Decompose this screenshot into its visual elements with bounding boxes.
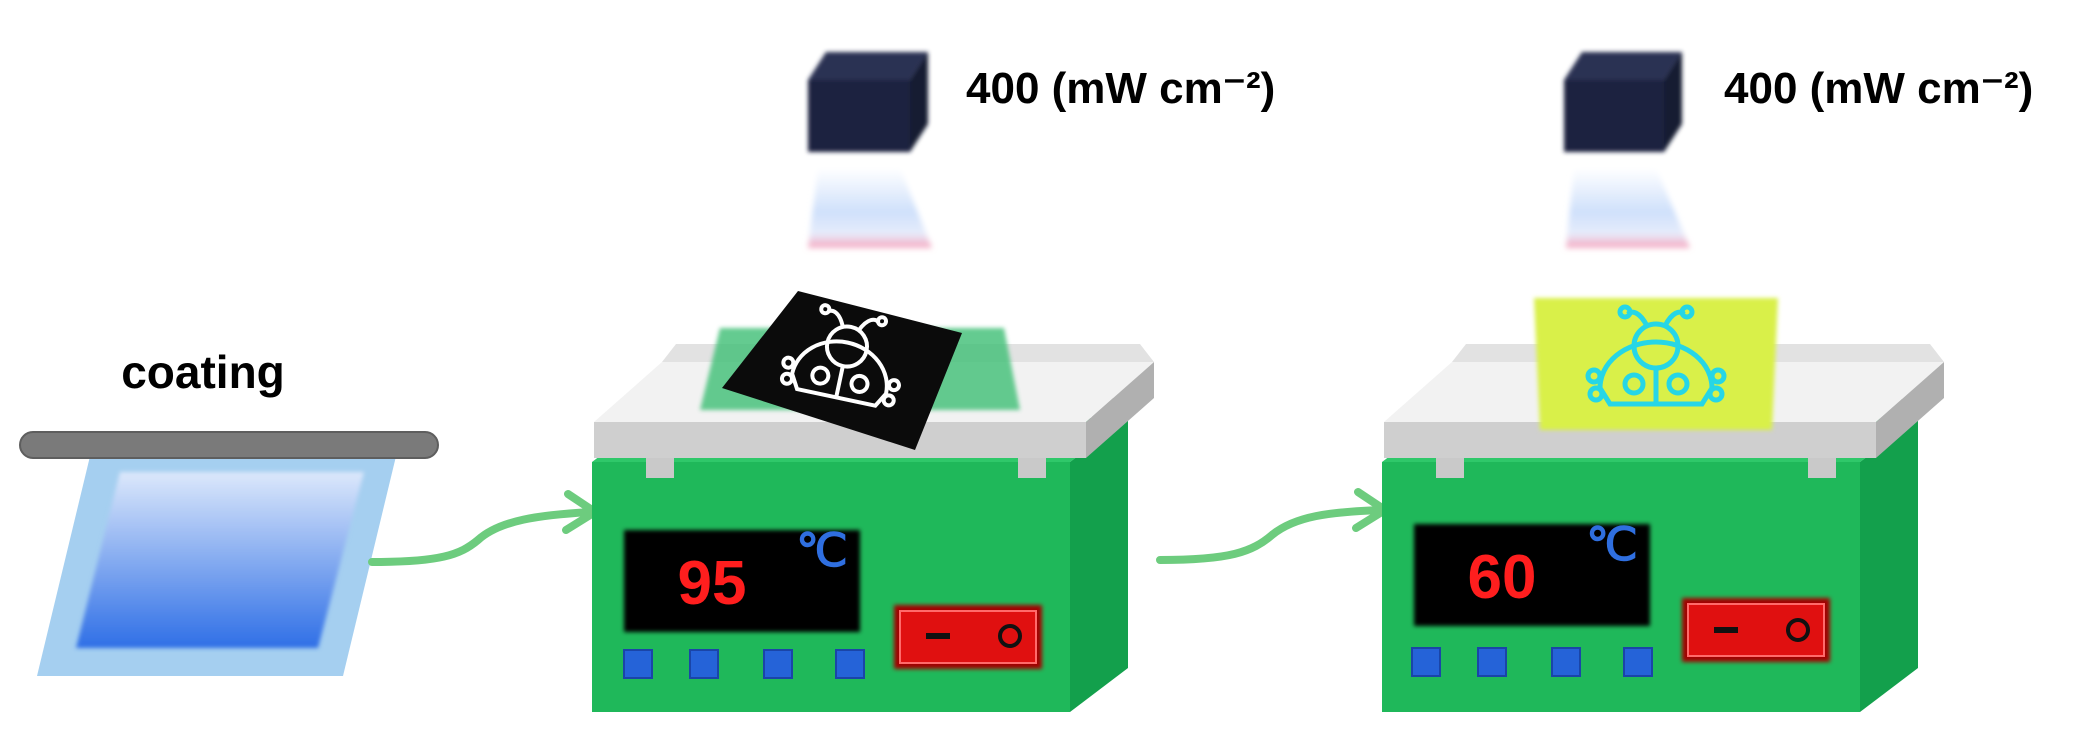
ladybug-pattern-icon bbox=[779, 303, 901, 408]
uv-light-beam bbox=[1566, 168, 1690, 248]
plate-leg bbox=[1018, 456, 1046, 478]
power-switch[interactable] bbox=[894, 605, 1042, 669]
plate-leg bbox=[1808, 456, 1836, 478]
uv-lamp-icon bbox=[1564, 52, 1682, 152]
process-arrow-1 bbox=[368, 490, 599, 566]
control-button[interactable] bbox=[1411, 647, 1441, 677]
uv-lamp-icon bbox=[808, 52, 928, 152]
station-2: 400 (mW cm⁻²) bbox=[1382, 52, 2033, 712]
uv-light-beam bbox=[808, 168, 932, 248]
coating-rod bbox=[19, 431, 439, 459]
control-button[interactable] bbox=[623, 649, 653, 679]
control-button[interactable] bbox=[1623, 647, 1653, 677]
temperature-value: 95 bbox=[678, 549, 747, 618]
coating-glass-substrate bbox=[37, 448, 398, 676]
power-switch[interactable] bbox=[1682, 598, 1830, 662]
temperature-value: 60 bbox=[1468, 543, 1537, 612]
control-button[interactable] bbox=[1477, 647, 1507, 677]
coating-label: coating bbox=[121, 346, 285, 398]
patterned-film bbox=[1534, 298, 1778, 430]
station-1: 400 (mW cm⁻²) bbox=[592, 52, 1275, 712]
control-button[interactable] bbox=[1551, 647, 1581, 677]
temperature-unit: ℃ bbox=[796, 525, 848, 576]
control-button[interactable] bbox=[689, 649, 719, 679]
control-button[interactable] bbox=[763, 649, 793, 679]
temperature-unit: ℃ bbox=[1586, 519, 1638, 570]
process-arrow-2 bbox=[1156, 488, 1389, 564]
temperature-display bbox=[624, 530, 860, 632]
plate-leg bbox=[646, 456, 674, 478]
light-intensity-label: 400 (mW cm⁻²) bbox=[966, 64, 1275, 113]
photomask-icon bbox=[722, 291, 962, 450]
light-intensity-label: 400 (mW cm⁻²) bbox=[1724, 64, 2033, 113]
ladybug-pattern-icon bbox=[1585, 304, 1727, 407]
plate-leg bbox=[1436, 456, 1464, 478]
control-button[interactable] bbox=[835, 649, 865, 679]
coating-stage: coating bbox=[19, 346, 439, 676]
temperature-display bbox=[1414, 524, 1650, 626]
